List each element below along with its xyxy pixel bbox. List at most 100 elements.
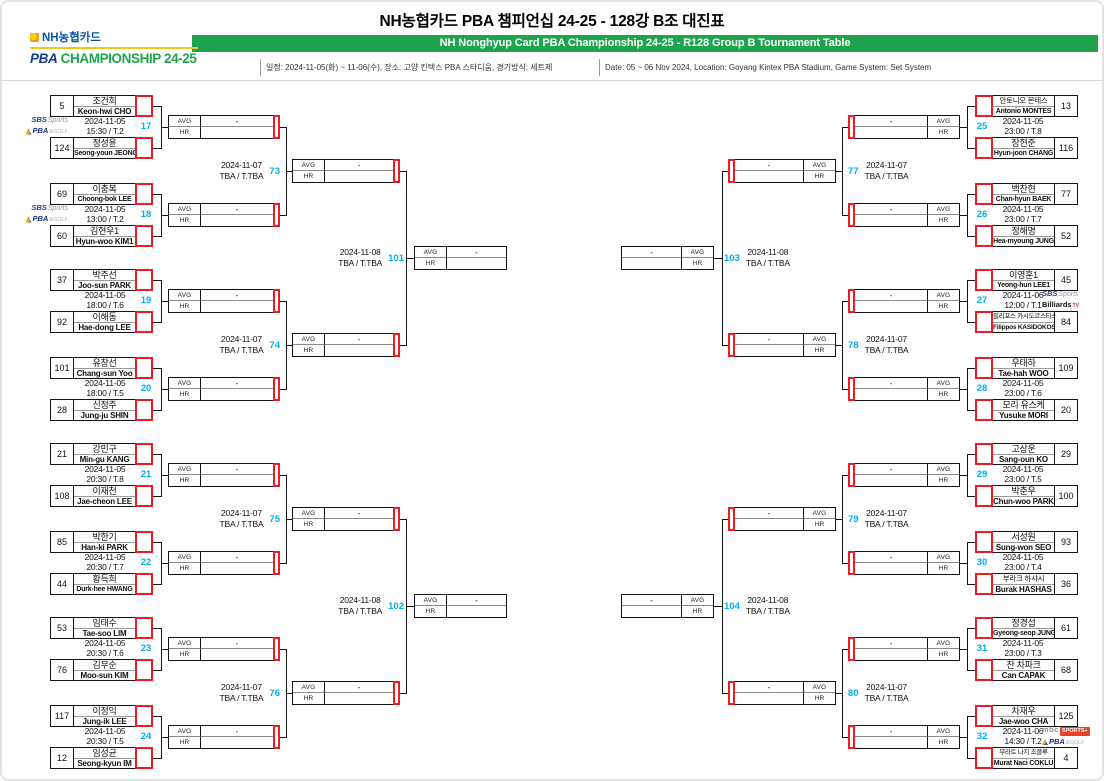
match-schedule: 2024-11-05 23:00 / T.5 <box>977 464 1069 484</box>
avg-value: - <box>855 290 927 301</box>
avg-value: - <box>735 334 803 345</box>
bracket-line-h <box>400 519 406 520</box>
player-score-cell <box>135 183 153 205</box>
match-time: 14:30 / T.2 <box>1004 736 1042 746</box>
bracket-line-h <box>967 670 975 671</box>
avg-value: - <box>855 552 927 563</box>
match-schedule: 2024-11-08 TBA / T.TBA <box>338 595 382 617</box>
pba-flame-icon <box>25 216 32 223</box>
avg-label: AVG <box>803 682 835 693</box>
hr-label: HR <box>803 171 835 182</box>
player-seed: 108 <box>51 486 74 506</box>
avg-label: AVG <box>415 595 447 606</box>
round-match-label: 2024-11-08 TBA / T.TBA 104 <box>724 595 804 617</box>
hr-value <box>855 475 927 486</box>
bracket-line-h <box>153 542 161 543</box>
winner-score-cell <box>273 725 280 749</box>
player-seed: 28 <box>51 400 74 420</box>
avg-hr-table: AVG - HR <box>854 203 960 227</box>
player-name-en: Moo-sun KIM <box>80 670 129 680</box>
bracket-line-h <box>286 345 292 346</box>
hr-label: HR <box>293 345 325 356</box>
winner-score-cell <box>393 333 400 357</box>
player-seed: 68 <box>1054 660 1077 680</box>
bracket-line-h <box>153 280 161 281</box>
player-seed: 93 <box>1054 532 1077 552</box>
advance-slot: AVG - HR <box>848 289 960 313</box>
advance-slot: AVG - HR <box>728 681 836 705</box>
player-seed: 117 <box>51 706 74 726</box>
avg-value: - <box>201 552 273 563</box>
bracket-line-v <box>722 519 723 694</box>
avg-hr-table: AVG - HR <box>168 551 274 575</box>
avg-hr-table: AVG - HR <box>414 594 507 618</box>
hr-label: HR <box>927 301 959 312</box>
bracket-line-v <box>967 454 968 497</box>
player-name-en: Jae-cheon LEE <box>77 496 132 506</box>
match-time: 23:00 / T.3 <box>1004 648 1042 658</box>
player-name: 유창선 Chang-sun Yoo <box>74 358 135 378</box>
pba-text: PBA <box>1049 736 1065 746</box>
avg-hr-table: AVG - HR <box>621 594 714 618</box>
avg-hr-table: AVG - HR <box>292 681 394 705</box>
hr-label: HR <box>293 519 325 530</box>
player-name-kr: 부라크 하샤시 <box>993 574 1054 585</box>
match-number: 79 <box>848 513 859 525</box>
match-number: 20 <box>140 383 152 394</box>
hr-value <box>855 737 927 748</box>
player-seed: 12 <box>51 748 74 768</box>
player-box: 5 조건희 Keon-hwi CHO <box>50 95 153 117</box>
hr-value <box>201 475 273 486</box>
player-seed: 52 <box>1054 226 1077 246</box>
winner-score-cell <box>848 203 855 227</box>
match-time: 23:00 / T.6 <box>1004 388 1042 398</box>
player-name: 정경섭 Gyeong-seop JUNG <box>993 618 1054 638</box>
winner-score-cell <box>273 637 280 661</box>
bracket-line-h <box>967 236 975 237</box>
hr-value <box>447 258 506 269</box>
player-box: 85 박한기 Han-ki PARK <box>50 531 153 553</box>
bracket-line-h <box>967 280 975 281</box>
player-box: 29 고상운 Sang-oun KO <box>975 443 1078 465</box>
match-date: 2024-11-05 <box>84 378 126 388</box>
winner-score-cell <box>273 115 280 139</box>
player-box: 93 서성원 Sung-won SEO <box>975 531 1078 553</box>
sbs-text: SBS <box>31 203 47 212</box>
match-number: 29 <box>976 469 988 480</box>
match-schedule: 2024-11-07 TBA / T.TBA <box>219 160 263 182</box>
avg-label: AVG <box>927 204 959 215</box>
player-name: 장현준 Hyun-joon CHANG <box>993 138 1054 158</box>
match-number: 101 <box>388 252 404 264</box>
match-time: 18:00 / T.5 <box>86 388 124 398</box>
hr-label: HR <box>681 258 713 269</box>
match-schedule: 2024-11-05 15:30 / T.2 <box>59 116 151 136</box>
match-time: TBA / T.TBA <box>219 693 264 703</box>
bracket-line-h <box>280 127 286 128</box>
bracket-line-h <box>842 389 848 390</box>
match-schedule: 2024-11-07 TBA / T.TBA <box>219 682 263 704</box>
match-schedule: 2024-11-05 23:00 / T.7 <box>977 204 1069 224</box>
match-time: TBA / T.TBA <box>864 171 909 181</box>
match-schedule: 2024-11-05 20:30 / T.5 <box>59 726 151 746</box>
hr-label: HR <box>927 649 959 660</box>
player-box: 116 장현준 Hyun-joon CHANG <box>975 137 1078 159</box>
match-date: 2024-11-06 <box>1002 726 1044 736</box>
avg-value: - <box>855 638 927 649</box>
player-name-en: Gyeong-seop JUNG <box>993 629 1054 637</box>
hr-label: HR <box>803 693 835 704</box>
match-date: 2024-11-05 <box>84 726 126 736</box>
player-seed: 36 <box>1054 574 1077 594</box>
bracket-line-h <box>153 322 161 323</box>
player-score-cell <box>135 311 153 333</box>
player-name-en: Hyun-joon CHANG <box>993 149 1054 157</box>
player-name-kr: 안토니오 몬테스 <box>993 96 1054 107</box>
brand-logo: NH농협카드 PBA CHAMPIONSHIP 24-25 <box>30 29 198 66</box>
bracket-line-h <box>153 628 161 629</box>
player-box: 53 임태수 Tae-soo LIM <box>50 617 153 639</box>
bracket-line-h <box>153 584 161 585</box>
advance-slot: AVG - HR <box>168 725 280 749</box>
match-number: 19 <box>140 295 152 306</box>
pba-logo-text: PBA <box>30 51 58 66</box>
hr-value <box>855 127 927 138</box>
bracket-line-h <box>153 194 161 195</box>
